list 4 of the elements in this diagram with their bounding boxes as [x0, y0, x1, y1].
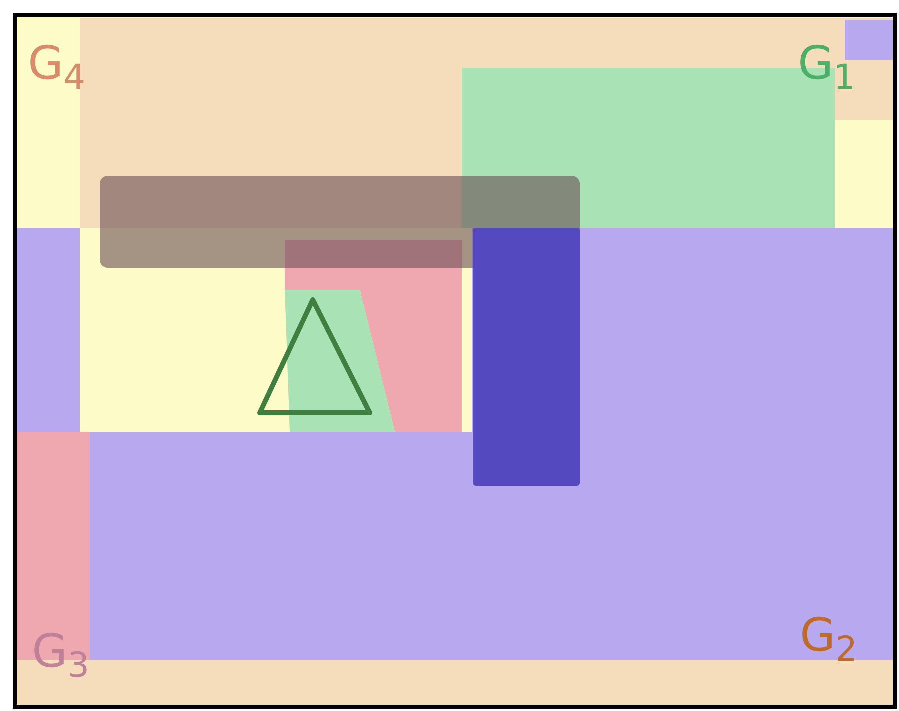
region-label: G$_{4}$: [28, 40, 86, 96]
region-label: G$_{1}$: [798, 40, 856, 96]
region-label: G$_{3}$: [32, 628, 90, 684]
region-label: G$_{2}$: [800, 612, 858, 668]
